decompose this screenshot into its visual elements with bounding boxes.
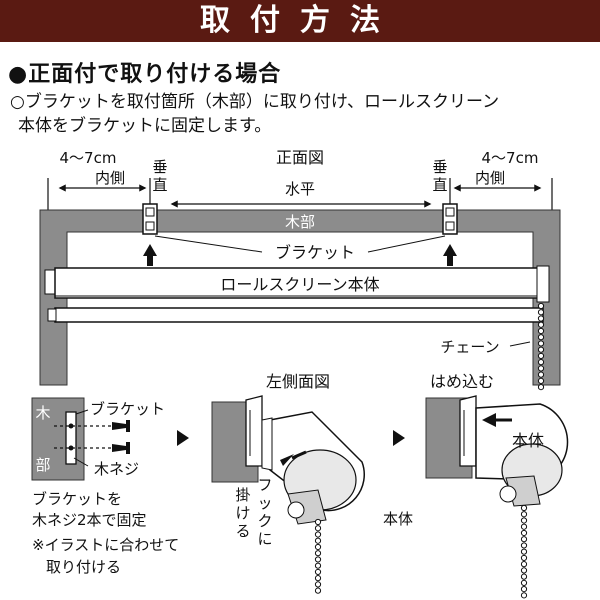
pull-chain-icon [537, 302, 545, 391]
screw-icon [112, 420, 130, 454]
vertical-right-1: 垂 [432, 158, 447, 176]
step3-body-label: 本体 [512, 431, 544, 450]
side-view-title: 左側面図 [266, 372, 330, 391]
step3-roll-body [475, 403, 569, 507]
arrow-hook-icon [280, 454, 294, 466]
front-view-title: 正面図 [276, 148, 324, 167]
step1-note-2: 木ネジ2本で固定 [32, 511, 147, 529]
step1-note-4: 取り付ける [46, 558, 121, 576]
wood-label: 木部 [285, 213, 315, 231]
pull-chain-icon [314, 518, 322, 594]
chain-knob-icon [287, 501, 305, 519]
chain-knob-icon [499, 485, 517, 503]
screw-guides [54, 425, 112, 449]
intro-text: ○ブラケットを取付箇所（木部）に取り付け、ロールスクリーン 本体をブラケットに固… [10, 90, 595, 138]
pull-chain-icon [520, 504, 528, 599]
header-bar: 取付方法 [0, 0, 600, 42]
arrow-right-icon [177, 430, 189, 446]
vertical-left-2: 直 [152, 176, 167, 194]
inner-right-label: 内側 [475, 169, 505, 187]
roll-screen-body [44, 265, 550, 323]
step1-bracket-leader [75, 409, 89, 415]
intro-line-2: 本体をブラケットに固定します。 [18, 116, 272, 136]
step3-bracket [459, 395, 477, 467]
hook-label-2b: ッ [257, 494, 272, 512]
step1-bracket [65, 411, 77, 465]
step2-body-label: 本体 [383, 510, 413, 528]
step1-wood-label-2: 部 [35, 456, 50, 474]
step1-note-3: ※イラストに合わせて [32, 536, 179, 554]
step1-screw-leader [73, 457, 89, 467]
step2-bracket [245, 395, 263, 467]
arrow-up-icon [143, 244, 157, 266]
section-title: ●正面付で取り付ける場合 [8, 62, 282, 87]
arrow-hook-shaft [291, 450, 307, 460]
hook-label-2c: ク [257, 512, 272, 530]
step1-screw-label: 木ネジ [94, 460, 139, 478]
inner-left-label: 内側 [95, 169, 125, 187]
bracket-leaders [154, 235, 446, 253]
hook-label-2a: フ [257, 476, 272, 494]
arrow-right-icon [393, 430, 405, 446]
dim-left-label: 4～7cm [60, 149, 117, 167]
chain-label: チェーン [440, 338, 499, 356]
intro-line-1: ○ブラケットを取付箇所（木部）に取り付け、ロールスクリーン [10, 92, 500, 112]
snap-in-title: はめ込む [430, 372, 494, 391]
bracket-left [142, 203, 158, 235]
step1-note-1: ブラケットを [32, 490, 122, 508]
hook-label-1b: け [235, 504, 250, 522]
wood-frame [39, 209, 561, 386]
hook-label-1c: る [235, 522, 250, 540]
roll-screen-label: ロールスクリーン本体 [220, 275, 379, 294]
dim-right-label: 4～7cm [482, 149, 539, 167]
horizontal-label: 水平 [285, 180, 315, 198]
bracket-label: ブラケット [275, 243, 355, 262]
arrow-up-icon [443, 244, 457, 266]
vertical-right-2: 直 [432, 176, 447, 194]
dimension-lines [47, 178, 553, 240]
step2-roll-body [261, 411, 365, 525]
vertical-left-1: 垂 [152, 158, 167, 176]
chain-leader [509, 341, 531, 347]
bracket-right [442, 203, 458, 235]
hook-label-1a: 掛 [235, 486, 250, 504]
step1-bracket-label: ブラケット [90, 400, 165, 418]
hook-label-2d: に [257, 530, 272, 548]
page-title: 取付方法 [200, 3, 400, 38]
step1-wood-label-1: 木 [35, 404, 50, 422]
arrow-left-icon [482, 413, 496, 427]
